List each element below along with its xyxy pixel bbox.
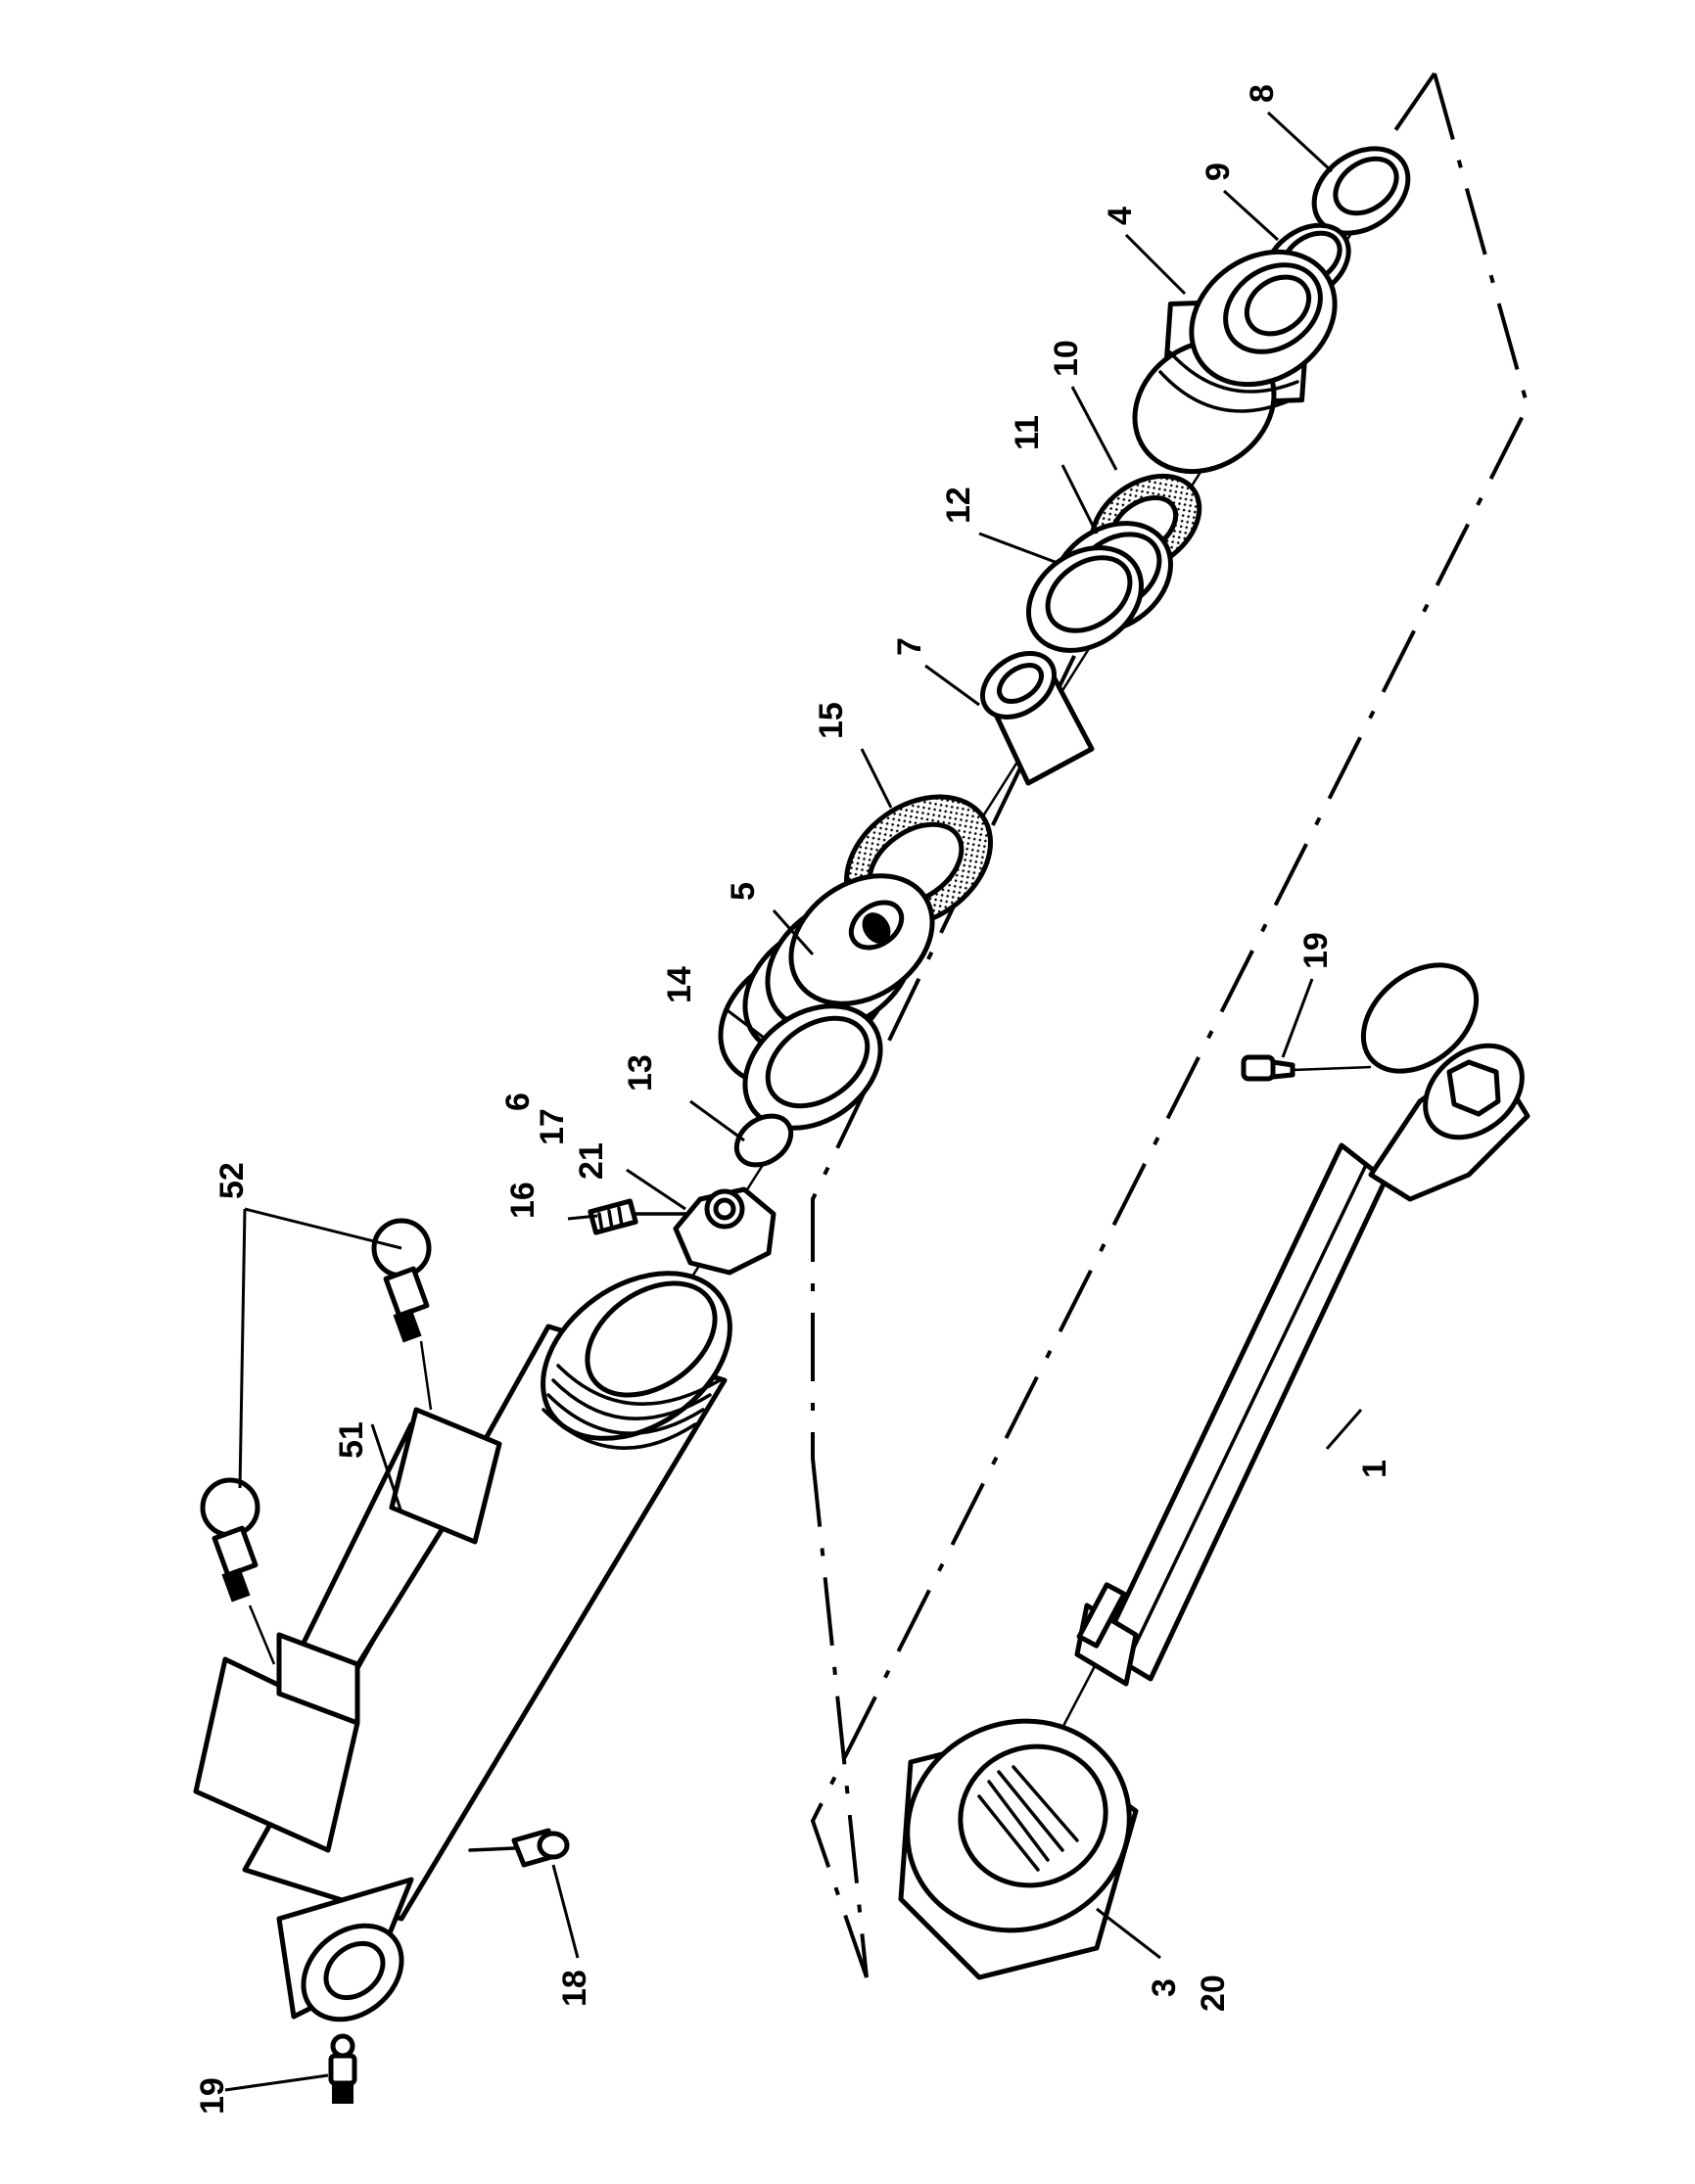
callout-16: 16 [504, 1182, 541, 1219]
callout-4: 4 [1102, 207, 1139, 225]
callout-51: 51 [333, 1421, 370, 1459]
callout-52: 52 [213, 1162, 251, 1199]
callout-5: 5 [725, 882, 762, 901]
callout-7: 7 [891, 637, 928, 656]
part-8-wiper-ring [1311, 146, 1411, 236]
part-52-fitting-upper [371, 1218, 432, 1343]
callout-13: 13 [622, 1054, 659, 1092]
callout-labels: 8 9 4 10 11 12 7 15 5 14 13 6 17 21 16 5… [194, 84, 1393, 2114]
callout-11: 11 [1009, 415, 1046, 450]
callout-12: 12 [940, 487, 977, 524]
callout-6: 6 [499, 1092, 537, 1111]
part-19-grease-nipple-body [328, 2033, 357, 2104]
part-16-set-screw [588, 1198, 687, 1235]
part-12-ring [1026, 545, 1144, 653]
callout-9: 9 [1200, 163, 1237, 181]
leader-lines [224, 111, 1363, 2092]
part-51-bypass-tube [193, 1407, 502, 1853]
part-19-grease-nipple-rod [1241, 1054, 1372, 1082]
callout-19-rod: 19 [1297, 932, 1335, 969]
part-21-nut [673, 1186, 777, 1276]
callout-18: 18 [556, 1970, 593, 2007]
callout-21: 21 [573, 1142, 610, 1180]
part-4-gland [1132, 249, 1338, 475]
callout-17: 17 [534, 1108, 571, 1145]
callout-14: 14 [661, 966, 698, 1003]
callout-10: 10 [1048, 340, 1085, 377]
callout-20: 20 [1195, 1975, 1232, 2012]
part-3-rod-end-housing [898, 1718, 1139, 1980]
part-18-grease-nipple [468, 1828, 570, 1868]
callout-15: 15 [813, 702, 850, 739]
callout-19-body: 19 [194, 2077, 231, 2114]
callout-1: 1 [1356, 1460, 1393, 1478]
part-52-fitting-lower [200, 1477, 260, 1603]
callout-8: 8 [1244, 84, 1281, 103]
callout-3: 3 [1146, 1978, 1183, 1997]
part-13-o-ring [733, 1113, 794, 1168]
part-14-seal-ring [742, 1003, 883, 1131]
cylinder-body [242, 1271, 732, 2022]
part-7-bushing [980, 651, 1095, 786]
part-1-piston-rod [1074, 962, 1530, 1687]
